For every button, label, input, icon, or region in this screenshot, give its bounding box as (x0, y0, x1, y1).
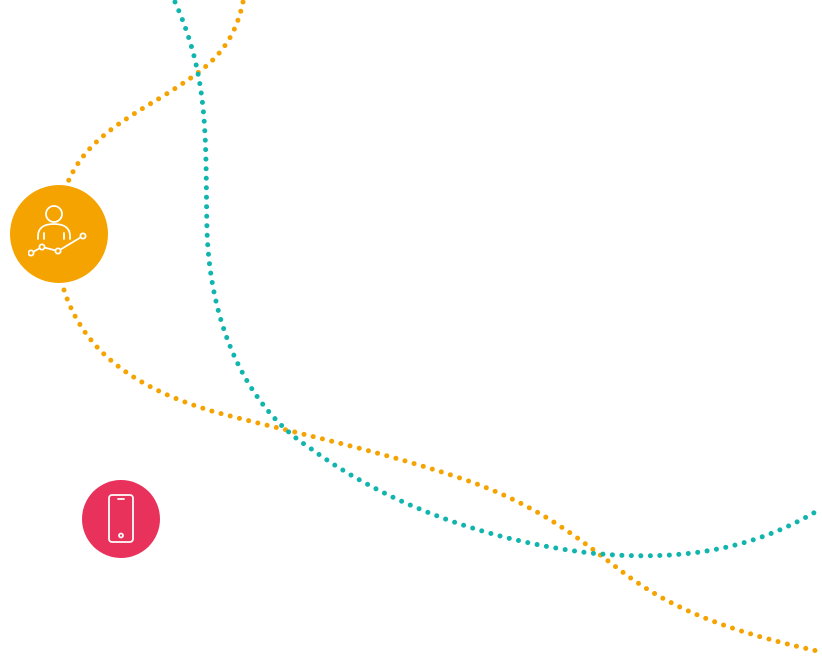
smartphone-badge (82, 480, 160, 558)
orange-dotted-path-top (65, 0, 246, 185)
orange-dotted-path-main (61, 287, 822, 655)
user-analytics-badge (10, 185, 108, 283)
teal-dotted-path (172, 0, 822, 559)
smartphone-icon (108, 494, 134, 543)
user-analytics-icon (28, 205, 87, 257)
